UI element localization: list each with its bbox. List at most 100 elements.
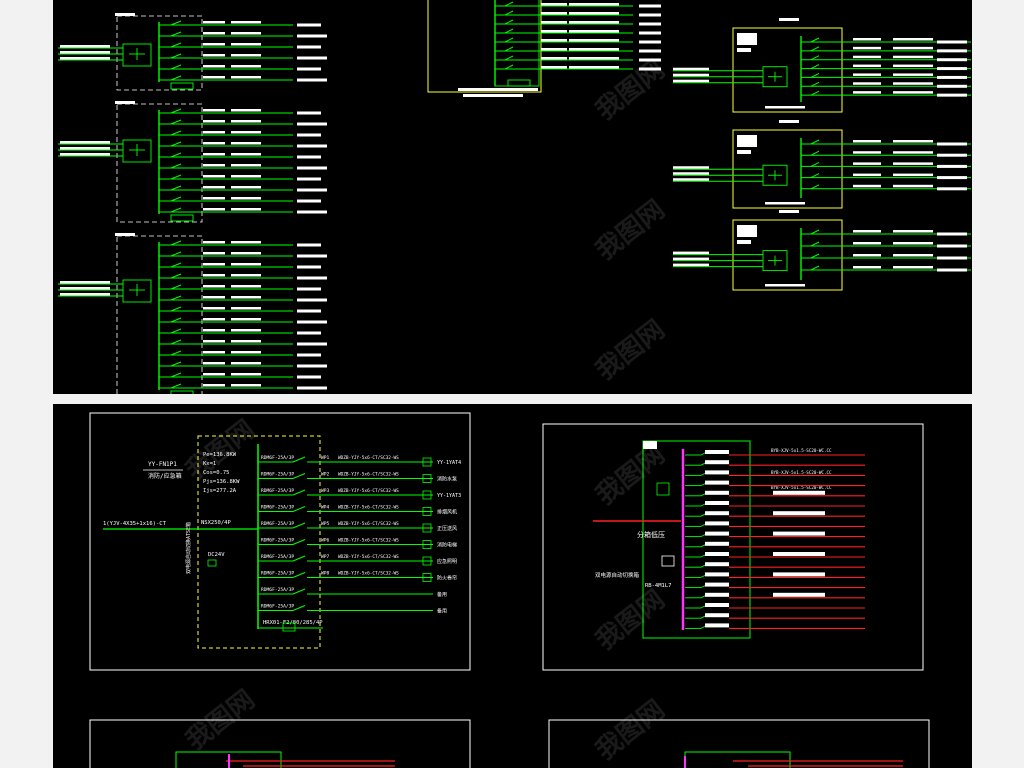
text-block [893, 38, 933, 41]
switch-symbol [170, 119, 182, 125]
circuit-cable-label: WDZB-YJY-5x6-CT/SC32-WS [338, 538, 399, 544]
text-block [893, 151, 933, 154]
circuit-cable-label: WDZB-YJY-5x6-CT/SC32-WS [338, 521, 399, 527]
text-block [203, 373, 225, 376]
text-block [203, 153, 225, 156]
spd-icon [170, 214, 194, 222]
circuit-breaker-label: RDM6F-25A/3P [261, 521, 294, 527]
text-block [203, 120, 225, 123]
text-block [673, 67, 709, 71]
distribution-module-center [427, 0, 661, 97]
switch-symbol [170, 361, 182, 367]
text-block [231, 76, 261, 79]
switch-symbol [810, 241, 820, 247]
circuit-load-label: 备用 [437, 591, 447, 598]
text-block [297, 78, 327, 82]
transformer-icon [661, 555, 675, 567]
text-block [297, 254, 327, 258]
text-block [853, 91, 881, 94]
dashed-enclosure [116, 235, 203, 394]
text-block [853, 230, 881, 233]
text-block [297, 276, 327, 280]
text-block [779, 210, 799, 213]
feeder-cable-label: BYB-XJV-5x1.5-SC20-WC.CC [771, 485, 832, 490]
panel-sub-label: 双电源自动切换箱 [595, 571, 640, 579]
text-block [853, 73, 881, 76]
load-terminal-icon [422, 540, 432, 549]
load-parameter: Pjs=136.8KW [203, 479, 240, 485]
circuit-tag: WP5 [321, 521, 330, 527]
switch-symbol [292, 522, 306, 529]
feeder-row [685, 531, 865, 538]
yellow-dashed-enclosure [197, 435, 321, 649]
text-block [297, 166, 327, 170]
text-block [297, 353, 321, 357]
text-block [937, 153, 967, 157]
text-block [853, 184, 881, 188]
text-block [231, 65, 261, 68]
text-block [203, 65, 225, 68]
text-block [893, 162, 933, 165]
text-block [765, 202, 805, 205]
feeder-row [685, 582, 865, 589]
text-block [60, 147, 110, 150]
load-terminal-icon [422, 474, 432, 483]
feeder-breaker-block [705, 552, 729, 556]
switch-symbol [810, 81, 820, 87]
text-block [297, 155, 321, 159]
switch-symbol [810, 55, 820, 61]
circuit-tag: WP3 [321, 488, 330, 494]
feeder-row [685, 511, 865, 517]
switch-symbol [504, 10, 514, 16]
text-block [937, 244, 967, 248]
text-block [115, 13, 135, 16]
switch-symbol [170, 317, 182, 323]
feeder-cable-labels: BYB-XJV-5x1.5-SC20-WC.CCBYB-XJV-5x1.5-SC… [771, 448, 832, 490]
text-block [231, 362, 261, 365]
switch-symbol [170, 240, 182, 246]
distribution-module-left [58, 233, 327, 394]
text-block [297, 34, 327, 38]
load-parameter: Kx=1 [203, 461, 216, 467]
text-block [231, 142, 261, 145]
switch-symbol [170, 163, 182, 169]
text-block [203, 285, 225, 288]
text-block [231, 285, 261, 288]
spd-icon [170, 82, 194, 90]
switch-symbol [504, 37, 514, 43]
switch-symbol [170, 328, 182, 334]
switch-symbol [292, 456, 306, 463]
incoming-cable-label: 1(YJV-4X35+1x16)-CT [103, 521, 167, 527]
circuit-cable-label: WDZB-YJY-5x6-CT/SC32-WS [338, 571, 399, 577]
circuit-load-label: 正压送风 [437, 525, 457, 532]
fire-box-diagram: YY-FN1P1 消防/应急箱 Pe=136.8KWKx=1Cos=0.75Pj… [103, 435, 461, 649]
load-parameter: Ijs=277.2A [203, 488, 237, 494]
switch-symbol [292, 555, 306, 562]
text-block [297, 243, 321, 247]
circuit-load-label: YY-1YAT3 [437, 493, 461, 499]
text-block [639, 49, 661, 53]
load-terminal-icon [422, 573, 432, 582]
text-block [737, 225, 757, 237]
text-block [297, 199, 321, 203]
text-block [937, 49, 967, 53]
lower-left-diagram-top [175, 751, 395, 768]
distribution-module-left [58, 101, 327, 223]
switch-symbol [170, 53, 182, 59]
relay-icon [207, 559, 217, 567]
text-block [203, 197, 225, 200]
text-block [231, 186, 261, 189]
circuit-tag: WP2 [321, 472, 330, 478]
text-block [203, 21, 225, 24]
switch-symbol [170, 64, 182, 70]
text-block [541, 12, 567, 15]
text-block [203, 142, 225, 145]
text-block [779, 18, 799, 21]
switch-symbol [504, 64, 514, 70]
text-block [60, 51, 110, 54]
feeder-breaker-block [705, 521, 729, 526]
switch-symbol [170, 75, 182, 81]
text-block [737, 240, 751, 244]
text-block [297, 45, 321, 49]
